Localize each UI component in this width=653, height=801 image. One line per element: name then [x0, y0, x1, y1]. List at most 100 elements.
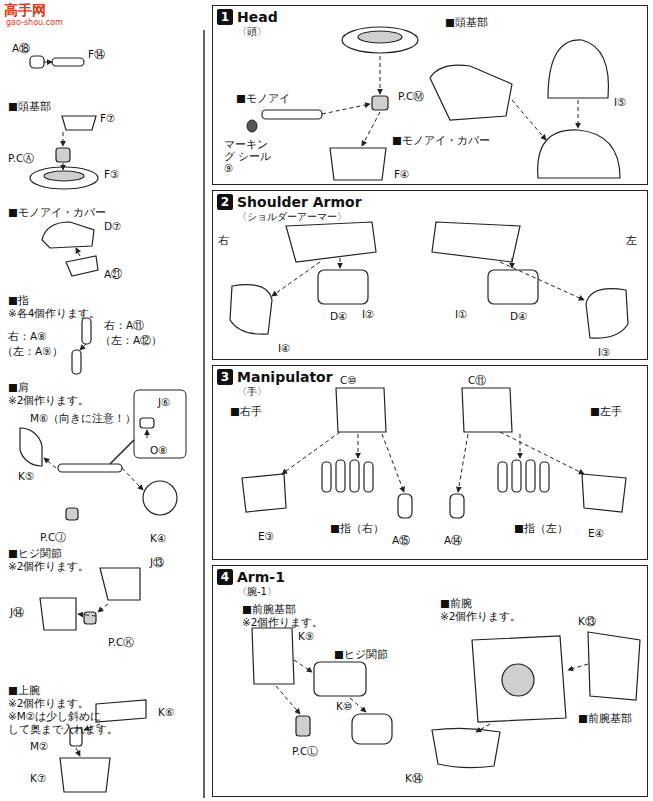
- callout-number: K⑦: [30, 772, 46, 784]
- callout-number: P.CⒶ: [8, 152, 34, 164]
- part-drawing: [318, 270, 368, 304]
- step-subtitle: 〈頭〉: [217, 25, 332, 38]
- part-drawing: [330, 148, 386, 180]
- part-drawing: [60, 758, 110, 792]
- callout-number: E③: [258, 530, 274, 542]
- callout-number: して奥まで入れます。: [8, 723, 118, 735]
- part-drawing: [96, 700, 146, 722]
- assembly-note: ※2個作ります。: [8, 697, 89, 709]
- step-title: Manipulator: [237, 369, 333, 385]
- part-drawing: [350, 460, 359, 492]
- part-drawing: [450, 494, 464, 518]
- step-title: Head: [237, 9, 278, 25]
- part-drawing: [147, 430, 148, 438]
- part-drawing: [432, 728, 500, 767]
- part-drawing: [58, 464, 122, 472]
- step-panel: 2Shoulder Armor〈ショルダーアーマー〉: [212, 190, 648, 360]
- part-drawing: [247, 120, 257, 132]
- callout-number: K④: [150, 532, 166, 544]
- callout-number: F④: [394, 168, 409, 180]
- callout-number: D④: [510, 310, 528, 322]
- step-number: 1: [217, 9, 233, 25]
- part-name: ■肩: [8, 381, 29, 393]
- watermark: 高手网: [4, 2, 46, 18]
- callout-number: A⑭: [444, 534, 462, 546]
- part-drawing: [66, 256, 98, 276]
- callout-number: M②: [30, 740, 48, 752]
- callout-number: A⑮: [392, 534, 410, 546]
- callout-number: （左：A⑫）: [100, 334, 162, 346]
- callout-number: J⑭: [10, 606, 24, 618]
- callout-number: M⑥（向きに注意！）: [30, 412, 136, 424]
- callout-number: F⑭: [88, 48, 105, 60]
- callout-number: A㉑: [104, 268, 122, 280]
- callout-number: J⑥: [158, 396, 171, 408]
- part-drawing: [568, 664, 588, 670]
- callout-number: （左：A⑨）: [2, 345, 63, 357]
- part-drawing: [352, 714, 392, 744]
- part-drawing: [488, 270, 538, 304]
- part-drawing: [512, 258, 513, 268]
- part-name: ■ヒジ関節: [334, 648, 388, 660]
- part-drawing: [30, 56, 44, 68]
- step-header: 4Arm-1〈腕-1〉: [217, 569, 349, 598]
- part-drawing: [432, 222, 520, 262]
- assembly-note: ※2個作ります。: [8, 560, 89, 572]
- part-name: ■指: [8, 294, 29, 306]
- part-drawing: [30, 167, 98, 189]
- part-drawing: [98, 604, 108, 612]
- callout-number: 右：A⑧: [8, 330, 47, 342]
- part-drawing: [203, 30, 204, 798]
- part-name: ■指（左）: [514, 522, 568, 534]
- part-drawing: [272, 262, 320, 296]
- part-name: ■指（右）: [330, 522, 384, 534]
- callout-number: K⑬: [578, 615, 596, 627]
- part-drawing: [262, 110, 322, 119]
- part-drawing: [80, 344, 86, 350]
- part-drawing: [140, 418, 154, 428]
- part-drawing: [44, 62, 52, 63]
- part-drawing: [56, 148, 70, 162]
- part-drawing: [286, 222, 376, 262]
- part-drawing: [44, 171, 84, 181]
- part-drawing: [500, 432, 584, 474]
- part-drawing: [520, 434, 521, 458]
- step-number: 4: [217, 569, 233, 585]
- part-drawing: [548, 40, 608, 98]
- part-drawing: [20, 428, 42, 466]
- callout-number: P.CⓂ: [398, 90, 424, 102]
- part-drawing: [398, 494, 412, 518]
- part-drawing: [364, 462, 373, 492]
- part-drawing: [512, 100, 546, 140]
- part-name: ■左手: [590, 405, 622, 417]
- part-drawing: [62, 116, 96, 130]
- assembly-note: ※各4個作ります。: [8, 307, 100, 319]
- part-drawing: [458, 434, 468, 492]
- part-name: ■ヒジ関節: [8, 547, 62, 559]
- part-drawing: [52, 58, 84, 66]
- part-drawing: [540, 462, 549, 492]
- callout-number: O⑧: [150, 444, 168, 456]
- step-number: 2: [217, 194, 233, 210]
- part-drawing: [66, 508, 78, 520]
- step-title: Arm-1: [237, 569, 285, 585]
- step-title: Shoulder Armor: [237, 194, 362, 210]
- part-drawing: [498, 462, 507, 492]
- part-drawing: [586, 289, 628, 339]
- part-drawing: [242, 474, 286, 512]
- step-header: 1Head〈頭〉: [217, 9, 332, 38]
- part-drawing: [42, 222, 94, 248]
- watermark: gao-shou.com: [6, 18, 63, 27]
- part-drawing: [84, 612, 96, 624]
- part-name: ■上腕: [8, 684, 40, 696]
- part-drawing: [342, 27, 418, 53]
- callout-number: マーキング シール⑨: [224, 138, 278, 174]
- callout-number: I③: [598, 346, 611, 358]
- part-name: ■右手: [230, 405, 262, 417]
- callout-number: 右：A⑪: [104, 319, 144, 331]
- part-drawing: [350, 698, 366, 712]
- part-name: ■前腕: [440, 597, 472, 609]
- callout-number: A⑱: [12, 42, 30, 54]
